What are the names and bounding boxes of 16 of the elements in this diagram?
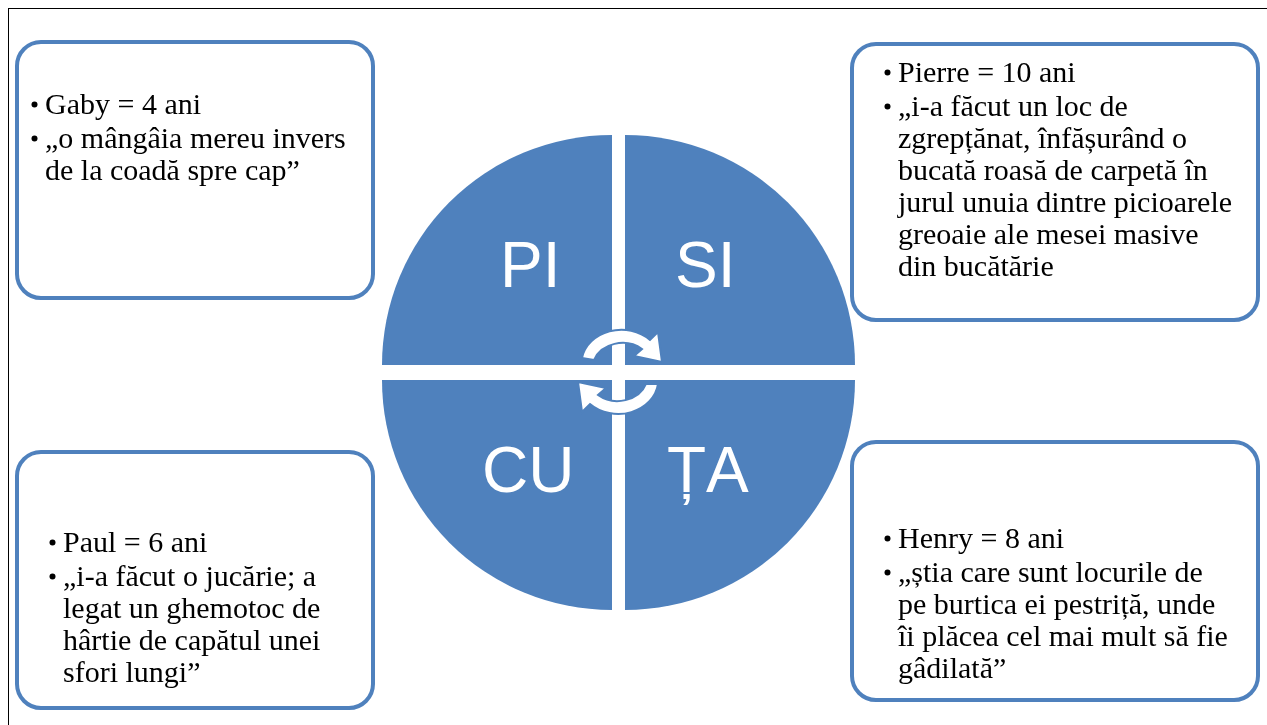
bullet-text: „o mângâia mereu invers de la coadă spre cap”	[45, 121, 346, 186]
bullet-text: Paul = 6 ani	[63, 525, 208, 558]
syllable-label: ȚA	[667, 435, 749, 505]
bullet-text: Henry = 8 ani	[898, 521, 1065, 554]
bullet-text: „i-a făcut un loc de zgrepțănat, înfășurând o bucată roasă de carpetă în jurul unuia dintre picioarele greoaie ale mesei masive din bucătărie	[898, 89, 1233, 282]
text-box	[850, 440, 1260, 702]
bullet-text: „i-a făcut o jucărie; a legat un ghemotoc de hârtie de capătul unei sfori lungi”	[63, 559, 321, 688]
text-box	[850, 42, 1260, 322]
text-box	[15, 40, 375, 300]
bullet-text: Pierre = 10 ani	[898, 55, 1076, 88]
syllable-label: CU	[482, 435, 575, 505]
text-box	[15, 450, 375, 710]
syllable-label: SI	[675, 230, 736, 300]
bullet-text: „știa care sunt locurile de pe burtica ei pestriță, unde îi plăcea cel mai mult să fie gâdilată”	[898, 555, 1228, 684]
bullet-text: Gaby = 4 ani	[45, 87, 202, 120]
syllable-label: PI	[500, 230, 561, 300]
